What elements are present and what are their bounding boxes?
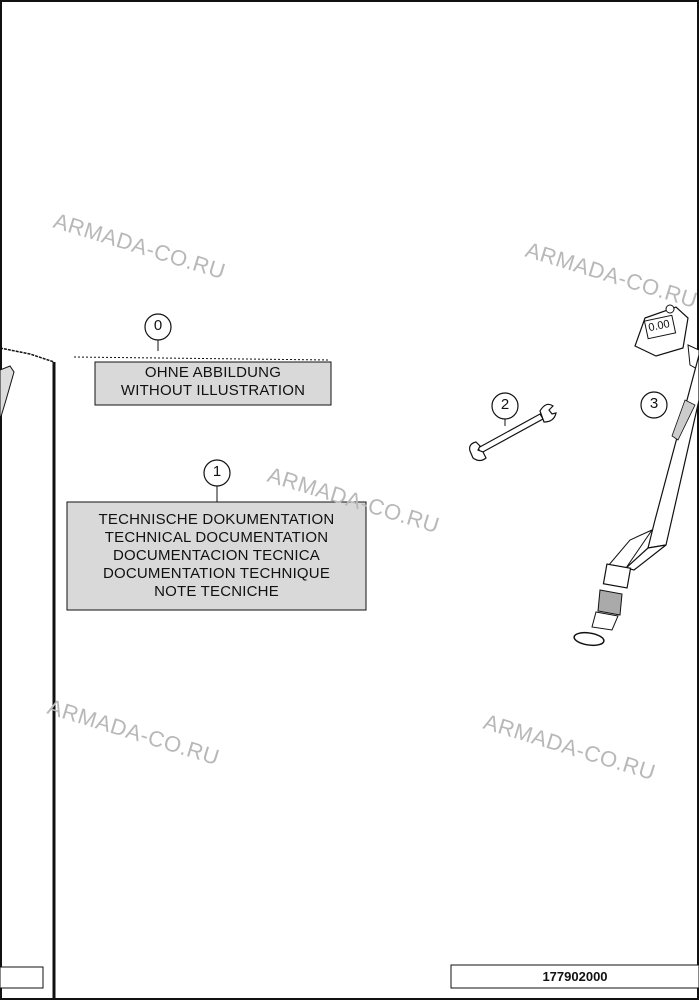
callout-circle-3: [640, 391, 668, 419]
callout-label-0: OHNE ABBILDUNG WITHOUT ILLUSTRATION: [95, 364, 331, 400]
tool-foot: [573, 631, 605, 647]
callout-box-0-edge: [73, 356, 331, 361]
callout-box-1: [66, 501, 367, 611]
callout-number-0: 0: [153, 317, 163, 334]
left-panel-label-box: [0, 966, 44, 989]
callout-1-line: TECHNISCHE DOKUMENTATION: [98, 511, 335, 528]
gauge-display: [643, 314, 677, 340]
callout-1-line: DOCUMENTACION TECNICA: [113, 547, 320, 564]
callout-0-line: WITHOUT ILLUSTRATION: [120, 382, 306, 399]
callout-number-1: 1: [212, 463, 222, 480]
callout-number-3: 3: [649, 395, 659, 412]
callout-1-line: NOTE TECNICHE: [154, 583, 279, 600]
callout-number-2: 2: [500, 396, 510, 413]
left-panel-top-edge: [0, 347, 55, 363]
callout-1-line: DOCUMENTATION TECHNIQUE: [102, 565, 331, 582]
left-panel-fragment: [0, 365, 15, 421]
pressure-gauge-tool: [573, 304, 699, 647]
part-number-box: [450, 964, 699, 989]
callout-box-0: [94, 361, 332, 406]
part-number: 177902000: [542, 969, 608, 984]
callout-1-line: TECHNICAL DOCUMENTATION: [104, 529, 329, 546]
callout-label-1: TECHNISCHE DOKUMENTATION TECHNICAL DOCUM…: [67, 511, 366, 601]
wrench-icon: [469, 403, 557, 462]
callout-0-line: OHNE ABBILDUNG: [144, 364, 282, 381]
